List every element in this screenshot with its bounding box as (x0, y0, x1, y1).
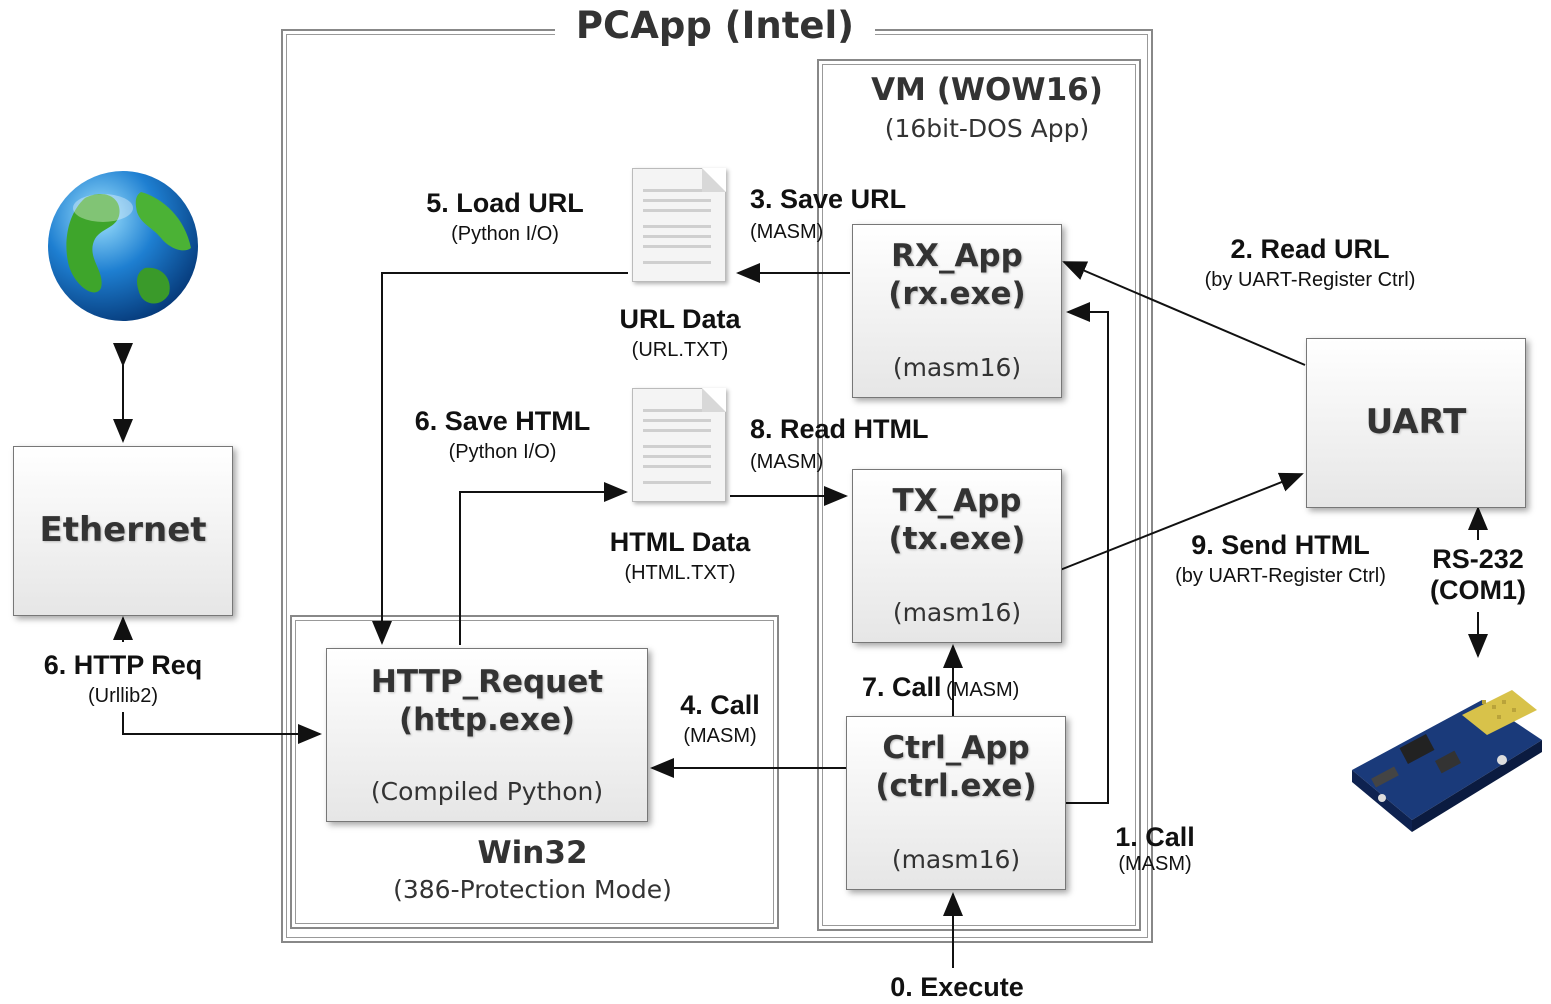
step-3-save-url: 3. Save URL (MASM) (750, 184, 907, 243)
url-data-label: URL Data (URL.TXT) (619, 304, 741, 361)
vm-title: VM (WOW16) (871, 72, 1103, 108)
uart-box: UART (1306, 338, 1526, 508)
ctrl-app-exe: (ctrl.exe) (875, 768, 1037, 804)
ethernet-box: Ethernet (13, 446, 233, 616)
html-data-label: HTML Data (HTML.TXT) (609, 527, 751, 584)
win32-title: Win32 (477, 835, 588, 871)
step-4-call: 4. Call (MASM) (680, 690, 760, 747)
tx-app-name: TX_App (892, 483, 1022, 519)
step-8-read-html: 8. Read HTML (MASM) (750, 414, 929, 473)
step-1-call: 1. Call (MASM) (1115, 822, 1195, 875)
http-app-exe: (http.exe) (398, 702, 576, 738)
rs232-label: RS-232 (COM1) (1430, 544, 1526, 605)
step-6-save-html: 6. Save HTML (Python I/O) (414, 406, 591, 463)
http-app-name: HTTP_Requet (370, 664, 604, 700)
uart-name: UART (1365, 402, 1467, 442)
rx-app-exe: (rx.exe) (888, 276, 1026, 312)
step-9-send-html: 9. Send HTML (by UART-Register Ctrl) (1175, 530, 1386, 587)
document-icon (632, 168, 726, 282)
step-0-execute: 0. Execute (890, 972, 1024, 1002)
rx-app-kind: (masm16) (892, 353, 1022, 382)
win32-frame (290, 615, 779, 929)
tx-app-kind: (masm16) (892, 598, 1022, 627)
http-app-box: HTTP_Requet (http.exe) (Compiled Python) (326, 648, 648, 822)
ctrl-app-kind: (masm16) (891, 845, 1021, 874)
rx-app-box: RX_App (rx.exe) (masm16) (852, 224, 1062, 398)
rx-app-name: RX_App (891, 238, 1023, 274)
globe-icon (48, 171, 198, 321)
win32-subtitle: (386-Protection Mode) (393, 875, 672, 904)
http-app-kind: (Compiled Python) (370, 777, 604, 806)
tx-app-exe: (tx.exe) (888, 521, 1026, 557)
step-5-load-url: 5. Load URL (Python I/O) (426, 188, 584, 245)
vm-subtitle: (16bit-DOS App) (884, 114, 1090, 143)
ctrl-app-name: Ctrl_App (882, 730, 1030, 766)
step-2-read-url: 2. Read URL (by UART-Register Ctrl) (1204, 234, 1416, 291)
document-icon (632, 388, 726, 502)
pcapp-title: PCApp (Intel) (555, 4, 875, 47)
tx-app-box: TX_App (tx.exe) (masm16) (852, 469, 1062, 643)
ethernet-name: Ethernet (39, 510, 207, 550)
ctrl-app-box: Ctrl_App (ctrl.exe) (masm16) (846, 716, 1066, 890)
step-6-http-req: 6. HTTP Req (Urllib2) (43, 650, 203, 707)
step-7-call: 7. Call (MASM) (862, 672, 1020, 702)
circuit-board-icon (1352, 690, 1542, 832)
